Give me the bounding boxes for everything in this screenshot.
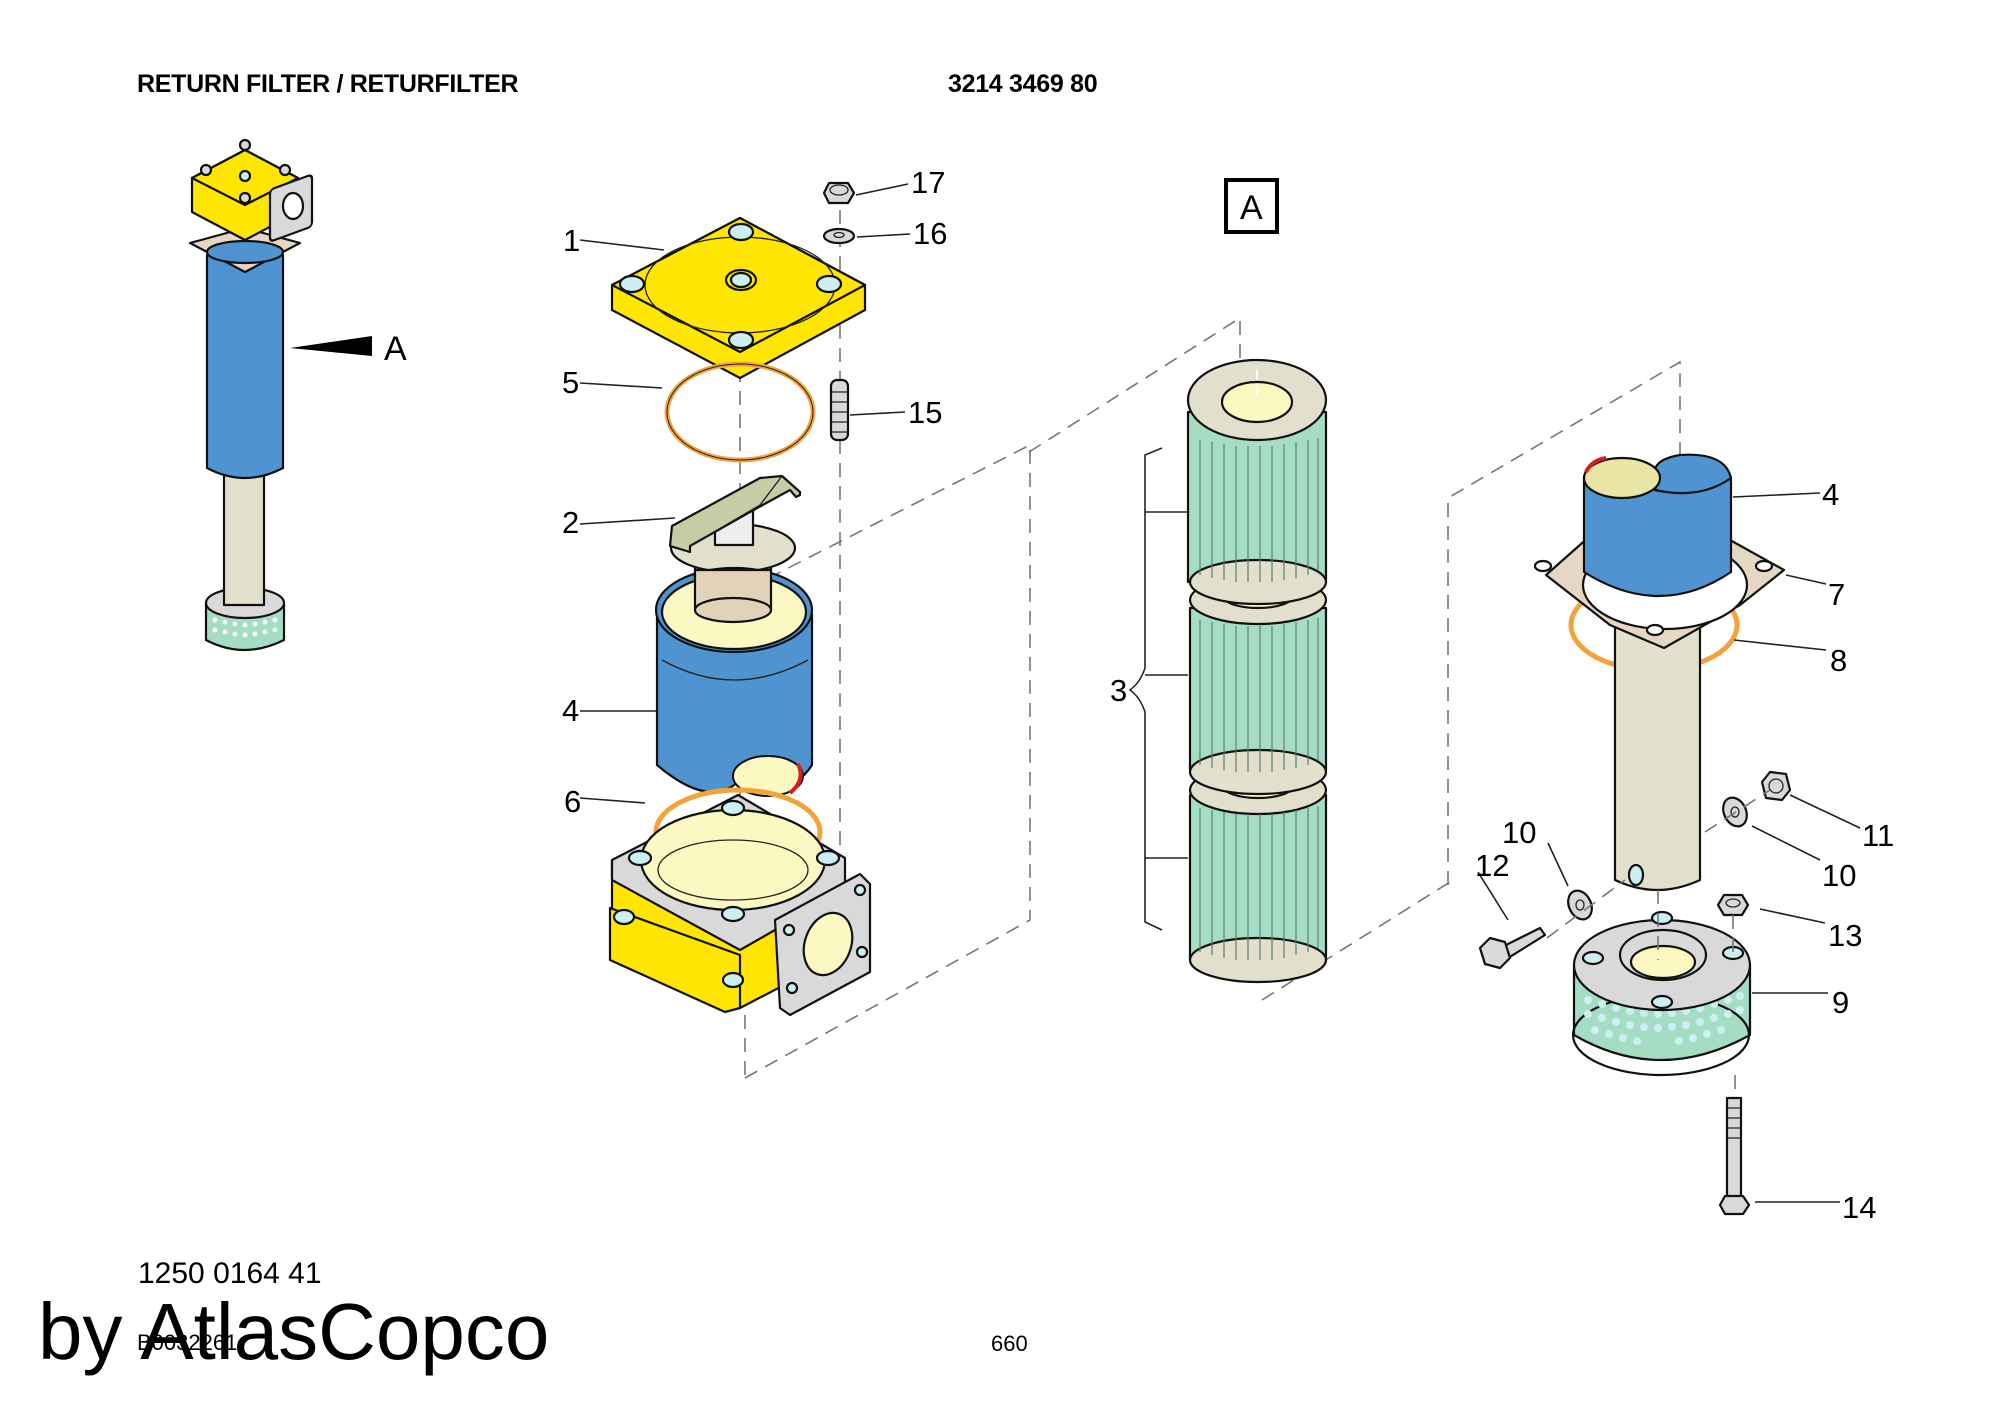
leader-10b [1751,825,1821,861]
callout-16: 16 [913,216,947,251]
leader-4b [1732,492,1821,498]
leader-10a [1547,842,1569,887]
callout-4b: 4 [1822,477,1839,512]
leader-16 [856,233,911,238]
callout-9: 9 [1832,985,1849,1020]
leader-13 [1759,908,1826,924]
part-15-stud [829,378,850,442]
leader-17 [855,183,909,196]
callout-6: 6 [564,784,581,819]
nut-11-axis [1704,789,1771,833]
leader-12 [1477,871,1509,921]
callout-1: 1 [563,223,580,258]
leader-15 [849,411,906,416]
drawing-code: B0032261 [137,1330,238,1355]
callout-11: 11 [1862,818,1894,853]
part-4-filter-bowl [654,566,814,797]
center-boundary-top [1028,316,1241,453]
view-a-pointer-arrow [290,336,372,356]
part-9-suction-strainer [1571,910,1752,1077]
page-number: 660 [991,1331,1028,1356]
callout-4a: 4 [562,693,579,728]
leader-7 [1785,574,1827,585]
kit-number: 1250 0164 41 [138,1257,322,1290]
exploded-boundary [744,443,1031,1079]
bolt-12-axis [1546,879,1626,939]
callout-14: 14 [1842,1190,1876,1225]
callout-2: 2 [562,505,579,540]
view-a-box-label: A [1240,189,1263,227]
tube [1613,578,1702,892]
part-3-filter-elements [1186,358,1328,984]
leader-8 [1733,639,1827,651]
leader-5 [579,382,663,389]
callout-17: 17 [911,165,945,200]
callout-15: 15 [908,395,942,430]
watermark: by AtlasCopco [38,1287,550,1376]
view-a-pointer-label: A [384,330,407,368]
leader-6 [579,797,646,804]
part-12-bolt [1478,926,1547,970]
leader-11 [1789,794,1861,829]
callout-5: 5 [562,365,579,400]
assembly-overview [188,138,372,652]
page-title: RETURN FILTER / RETURFILTER [137,70,519,98]
part-number: 3214 3469 80 [948,70,1098,98]
part-5-o-ring-outline [666,363,814,461]
callout-13: 13 [1828,918,1862,953]
part-14-bolt [1718,1096,1751,1216]
leader-1 [579,239,665,251]
callout-10a: 10 [1502,815,1536,850]
part-17-nut [822,181,856,205]
view-a-box [1224,178,1279,234]
right-boundary [1447,360,1681,885]
part-13-nut [1716,893,1750,917]
part-11-nut [1760,770,1792,802]
part-10-washer-left [1567,889,1593,921]
callout-3: 3 [1110,673,1127,708]
part-1-cover [610,216,867,380]
filter-head-housing [608,793,872,1017]
callout-10b: 10 [1822,858,1856,893]
center-boundary-bottom [1261,881,1451,1001]
callout-12: 12 [1475,848,1509,883]
part-16-washer [822,227,856,245]
callout-8: 8 [1830,643,1847,678]
callout-7: 7 [1828,577,1845,612]
leader-2 [579,517,676,525]
part-3-bracket [1128,447,1163,931]
part-4-filter-bowl-section [1582,453,1733,597]
